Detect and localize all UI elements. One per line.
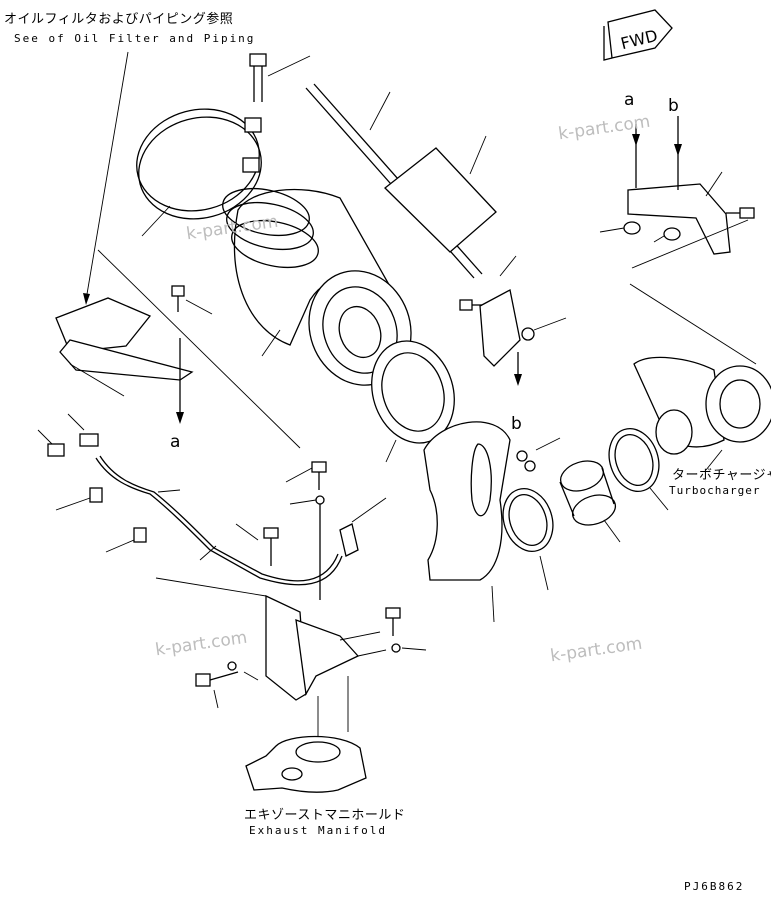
fwd-arrow-icon: FWD xyxy=(603,9,673,61)
bolt-bracket xyxy=(263,527,279,566)
exhaust-manifold-label-jp: エキゾーストマニホールド xyxy=(244,808,406,823)
ref-a-upper: a xyxy=(624,90,635,110)
elbow-pipe xyxy=(423,421,561,623)
ref-b-upper: b xyxy=(668,96,679,116)
bolt-top xyxy=(249,53,311,102)
turbocharger xyxy=(629,219,771,471)
exhaust-manifold xyxy=(245,735,367,793)
hose-clamp-left xyxy=(502,488,554,591)
leader-oil-filter xyxy=(85,51,129,301)
sensor-pipe-assembly xyxy=(37,413,387,586)
ref-a-lower: a xyxy=(170,432,181,452)
support-rod xyxy=(305,83,517,279)
gasket xyxy=(371,340,455,463)
turbocharger-label-en: Turbocharger xyxy=(669,484,761,497)
oil-filter-label-en: See of Oil Filter and Piping xyxy=(14,32,256,45)
oil-filter-label-jp: オイルフィルタおよびパイピング参照 xyxy=(4,12,234,27)
oil-filter-bracket xyxy=(55,249,301,449)
lower-bracket xyxy=(155,577,427,736)
bolt-center xyxy=(285,461,327,600)
hose-sleeve xyxy=(559,460,621,543)
ref-b-lower: b xyxy=(511,414,522,434)
rod-bracket xyxy=(459,289,567,386)
exhaust-manifold-label-en: Exhaust Manifold xyxy=(249,824,387,837)
hose-clamp-right xyxy=(608,428,669,511)
turbocharger-label-jp: ターボチャージャ xyxy=(672,468,771,483)
band-clamp-pair xyxy=(136,108,262,237)
bracket-upper-right xyxy=(599,116,755,255)
drawing-number: PJ6B862 xyxy=(684,880,745,893)
